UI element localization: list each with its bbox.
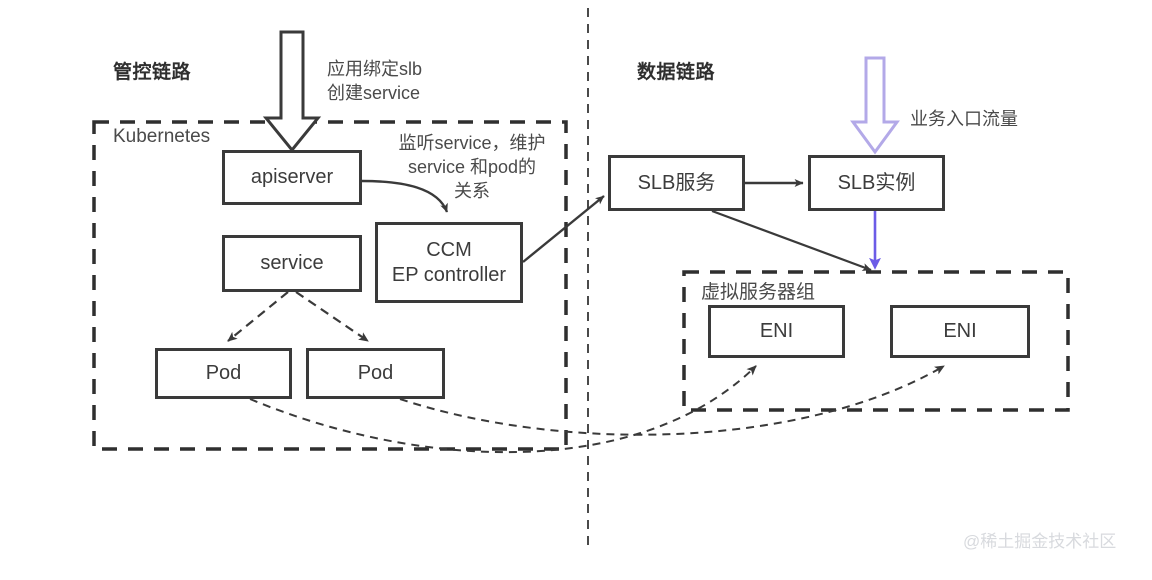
node-eni-left-label: ENI (759, 320, 794, 343)
node-eni-right-label: ENI (943, 320, 977, 343)
node-pod-right-label: Pod (357, 362, 394, 385)
annotation-watch-service-line3: 关系 (454, 180, 490, 201)
annotation-watch-service-line1: 监听service，维护 (398, 133, 546, 153)
arrow-pod-right-to-eni-right (399, 365, 945, 436)
node-slb-instance[interactable]: SLB实例 (808, 155, 945, 211)
annotation-bind-slb: 应用绑定slb 创建service (327, 58, 422, 106)
node-apiserver[interactable]: apiserver (222, 150, 362, 205)
kubernetes-zone-label: Kubernetes (113, 126, 211, 147)
arrow-ccm-to-slb-service (522, 195, 605, 263)
node-slb-instance-label: SLB实例 (837, 171, 916, 194)
arrow-service-to-pod-right (295, 291, 369, 342)
node-service[interactable]: service (222, 235, 362, 292)
node-pod-left-label: Pod (205, 362, 242, 385)
node-apiserver-label: apiserver (250, 166, 334, 189)
node-ccm-label-line1: CCM (426, 239, 472, 262)
annotation-watch-service: 监听service，维护 service 和pod的 关系 (377, 132, 567, 203)
section-title-control-plane: 管控链路 (113, 62, 192, 83)
node-pod-left[interactable]: Pod (155, 348, 292, 399)
node-ccm-label-line2: EP controller (391, 263, 507, 286)
virtual-server-group-boundary (682, 270, 1070, 412)
arrow-service-to-pod-left (227, 291, 289, 342)
annotation-watch-service-line2: service 和pod的 (407, 156, 537, 177)
node-slb-service-label: SLB服务 (637, 171, 716, 194)
node-service-label: service (260, 252, 324, 275)
watermark: @稀土掘金技术社区 (963, 532, 1117, 551)
node-ccm-ep-controller[interactable]: CCM EP controller (375, 222, 523, 303)
node-slb-service[interactable]: SLB服务 (608, 155, 745, 211)
annotation-bind-slb-line2: 创建service (327, 82, 421, 103)
virtual-server-group-zone-label: 虚拟服务器组 (701, 282, 816, 303)
node-eni-left[interactable]: ENI (708, 305, 845, 358)
block-arrow-to-apiserver (262, 30, 322, 153)
arrow-pod-left-to-eni-left (249, 365, 757, 454)
kubernetes-boundary (92, 120, 568, 451)
arrow-slb-service-to-vsg (711, 209, 872, 272)
annotation-ingress-traffic: 业务入口流量 (910, 109, 1018, 129)
section-title-data-plane: 数据链路 (637, 62, 716, 83)
annotation-bind-slb-line1: 应用绑定slb (327, 59, 423, 79)
arrow-apiserver-to-ccm (361, 179, 449, 213)
node-pod-right[interactable]: Pod (306, 348, 445, 399)
block-arrow-ingress-traffic (850, 56, 900, 155)
node-eni-right[interactable]: ENI (890, 305, 1030, 358)
